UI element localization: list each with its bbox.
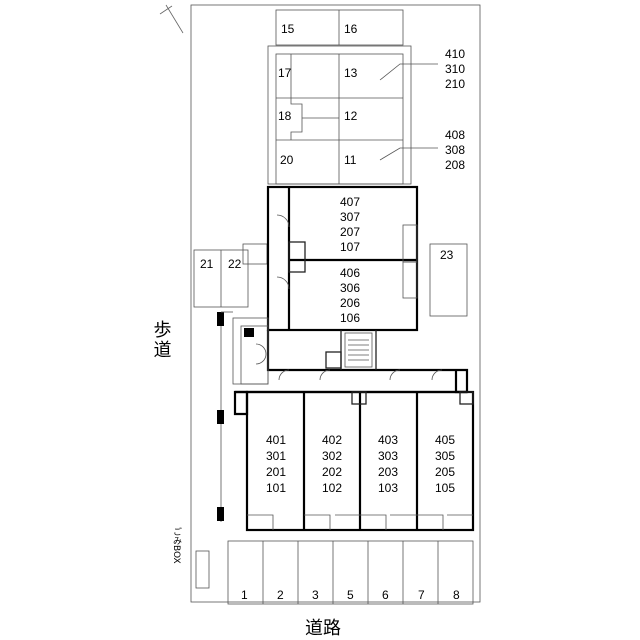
building-lower (245, 390, 475, 532)
unit-label: 405 305 205 105 (435, 433, 455, 495)
svg-text:107: 107 (340, 240, 360, 254)
site-boundary (190, 4, 481, 603)
svg-text:403: 403 (378, 433, 398, 447)
parking-space-label: 13 (344, 66, 358, 80)
svg-text:207: 207 (340, 225, 360, 239)
svg-text:206: 206 (340, 296, 360, 310)
svg-text:402: 402 (322, 433, 342, 447)
svg-text:401: 401 (266, 433, 286, 447)
unit-label: 403 303 203 103 (378, 433, 398, 495)
svg-text:307: 307 (340, 210, 360, 224)
parking-space-label: 7 (418, 588, 425, 602)
north-arrow (165, 4, 184, 34)
parking-space-label: 6 (382, 588, 389, 602)
svg-text:203: 203 (378, 465, 398, 479)
svg-text:410: 410 (445, 47, 465, 61)
unit-label: 407 307 207 107 (340, 195, 360, 254)
parking-space-label: 2 (277, 588, 284, 602)
parking-space-label: 5 (347, 588, 354, 602)
parking-space-label: 17 (278, 66, 292, 80)
svg-text:201: 201 (266, 465, 286, 479)
garbage-box-label: ごみBOX (171, 526, 182, 564)
parking-space-label: 11 (344, 153, 357, 167)
fence (217, 311, 233, 522)
sidewalk-label: 歩道 (151, 320, 172, 360)
unit-label: 402 302 202 102 (322, 433, 342, 495)
svg-text:105: 105 (435, 481, 455, 495)
svg-text:208: 208 (445, 158, 465, 172)
svg-text:106: 106 (340, 311, 360, 325)
svg-text:210: 210 (445, 77, 465, 91)
parking-area-top (267, 9, 438, 185)
parking-space-label: 12 (344, 109, 358, 123)
corridor (232, 317, 469, 416)
bicycle-space-label: 21 (200, 257, 214, 271)
svg-text:101: 101 (266, 481, 286, 495)
parking-space-label: 15 (281, 22, 295, 36)
svg-text:308: 308 (445, 143, 465, 157)
svg-text:302: 302 (322, 449, 342, 463)
room-group-label: 410 310 210 (445, 47, 465, 91)
garbage-box (195, 550, 210, 589)
svg-text:102: 102 (322, 481, 342, 495)
parking-area-bottom (227, 540, 474, 605)
room-group-label: 408 308 208 (445, 128, 465, 172)
parking-space-label: 18 (278, 109, 292, 123)
parking-space-label: 20 (280, 153, 294, 167)
parking-space-label: 3 (312, 588, 319, 602)
svg-text:407: 407 (340, 195, 360, 209)
svg-text:406: 406 (340, 266, 360, 280)
bicycle-space-area (429, 243, 468, 317)
svg-text:202: 202 (322, 465, 342, 479)
parking-space-label: 16 (344, 22, 358, 36)
building-upper (266, 185, 419, 332)
svg-text:408: 408 (445, 128, 465, 142)
svg-text:303: 303 (378, 449, 398, 463)
unit-label: 401 301 201 101 (266, 433, 286, 495)
svg-text:301: 301 (266, 449, 286, 463)
unit-label: 406 306 206 106 (340, 266, 360, 325)
svg-text:205: 205 (435, 465, 455, 479)
bicycle-space-area (193, 243, 268, 308)
svg-text:306: 306 (340, 281, 360, 295)
road-label: 道路 (305, 618, 341, 639)
parking-space-label: 8 (453, 588, 460, 602)
parking-space-label: 1 (241, 588, 248, 602)
svg-text:305: 305 (435, 449, 455, 463)
svg-text:310: 310 (445, 62, 465, 76)
bicycle-space-label: 23 (440, 248, 454, 262)
svg-text:405: 405 (435, 433, 455, 447)
bicycle-space-label: 22 (228, 257, 242, 271)
svg-text:103: 103 (378, 481, 398, 495)
